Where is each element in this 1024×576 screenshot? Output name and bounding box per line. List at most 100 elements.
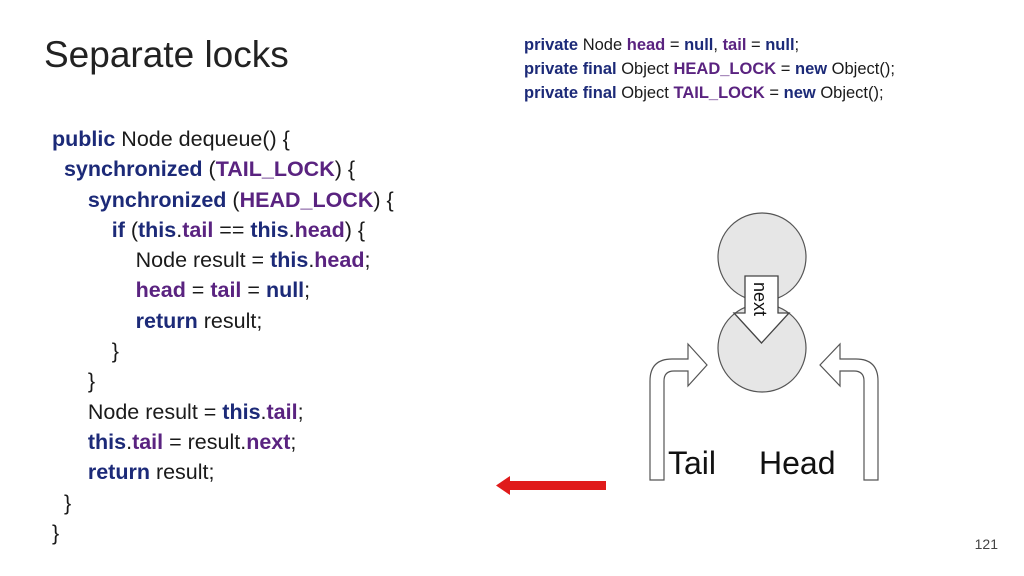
code-keyword: private final [524,60,617,78]
code-line: Node result = this.head; [52,245,394,275]
code-keyword: private [524,36,579,54]
code-line: this.tail = result.next; [52,427,394,457]
code-keyword: null [265,278,305,303]
code-field: tail [182,217,214,242]
code-text: } [52,369,96,394]
code-field: head [626,36,666,54]
code-text: = [185,278,211,303]
code-text: Node [578,36,627,54]
code-keyword: return [87,460,150,485]
code-line: head = tail = null; [52,275,394,305]
code-keyword: private final [524,84,617,102]
next-arrow-icon [732,275,791,344]
code-keyword: this [87,429,127,454]
code-text: . [260,399,267,424]
code-line: } [52,518,394,548]
code-keyword: this [138,217,177,242]
code-keyword: new [794,60,828,78]
code-text: = [665,36,685,54]
code-keyword: this [270,248,309,273]
code-text: ) { [334,157,356,182]
highlight-arrow-shaft [510,481,606,490]
code-keyword: if [111,217,125,242]
code-text: ; [794,36,800,54]
code-text: = [746,36,766,54]
head-label: Head [759,445,836,481]
code-text: Object(); [827,60,895,78]
code-field: HEAD_LOCK [673,60,777,78]
code-text: . [176,217,183,242]
highlight-arrow-icon [496,476,510,495]
code-line: if (this.tail == this.head) { [52,215,394,245]
code-field: TAIL_LOCK [673,84,765,102]
code-block-dequeue: public Node dequeue() { synchronized (TA… [52,124,394,548]
code-line: return result; [52,306,394,336]
code-text: = [776,60,795,78]
code-text: ; [364,248,371,273]
code-line: Node result = this.tail; [52,397,394,427]
declaration-line: private Node head = null, tail = null; [524,33,895,57]
code-keyword: return [135,308,198,333]
next-label: next [750,282,770,316]
code-text: . [308,248,315,273]
code-text: Object(); [815,84,884,102]
declaration-line: private final Object TAIL_LOCK = new Obj… [524,81,895,105]
code-field: next [246,429,291,454]
code-field: head [294,217,345,242]
tail-pointer-arrow-icon [649,342,708,481]
code-keyword: null [765,36,795,54]
code-text: = [764,84,784,102]
code-text: = result. [163,429,247,454]
code-line: synchronized (HEAD_LOCK) { [52,185,394,215]
field-declarations: private Node head = null, tail = null;pr… [524,33,895,105]
code-text: Node result = [52,399,223,424]
code-keyword: public [52,127,116,151]
code-text: } [52,490,72,515]
code-field: tail [210,278,242,303]
code-text: ( [202,157,216,182]
code-field: tail [266,399,298,424]
code-field: TAIL_LOCK [215,157,335,182]
head-pointer-arrow-icon [819,342,879,481]
code-line: synchronized (TAIL_LOCK) { [52,154,394,184]
code-text: ; [290,429,297,454]
code-text: } [52,339,119,364]
code-text: ) { [373,187,394,212]
code-field: tail [132,429,164,454]
code-keyword: new [783,84,816,102]
code-keyword: this [250,217,289,242]
code-text: result; [149,460,215,485]
code-text: ) { [344,217,366,242]
code-field: tail [722,36,747,54]
code-line: } [52,366,394,396]
code-text: Object [616,84,674,102]
code-line: } [52,488,394,518]
code-text: result; [197,308,263,333]
code-text: Node result = [52,248,271,273]
code-text: . [126,429,133,454]
code-text: Object [616,60,674,78]
code-text: ( [226,187,240,212]
code-field: HEAD_LOCK [239,187,374,212]
code-text: = [241,278,266,303]
code-text: ( [124,217,139,242]
slide-title: Separate locks [44,34,289,75]
code-keyword: synchronized [87,187,227,212]
code-text: == [213,217,251,242]
page-number: 121 [974,536,998,552]
code-line: public Node dequeue() { [52,124,394,154]
tail-label: Tail [668,445,716,481]
code-text: Node dequeue() { [115,127,290,151]
code-line: return result; [52,457,394,487]
code-field: head [314,248,365,273]
code-text: ; [304,278,311,303]
code-text: ; [297,399,304,424]
code-keyword: synchronized [63,157,203,182]
code-field: head [135,278,186,303]
code-text: . [288,217,295,242]
code-text: } [52,520,60,545]
code-keyword: null [684,36,714,54]
code-text: , [713,36,723,54]
code-keyword: this [222,399,261,424]
